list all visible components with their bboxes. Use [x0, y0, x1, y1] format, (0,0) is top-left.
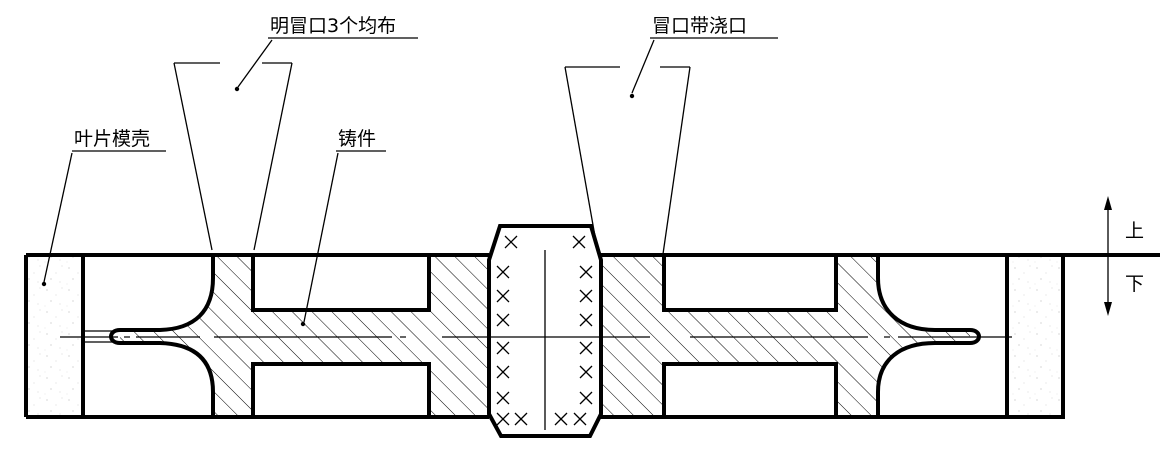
- blade-fillets: [84, 255, 981, 417]
- mold-shell-sand: [26, 256, 1063, 416]
- mold-frame: [24, 253, 1080, 419]
- riser-with-gate-funnel: [564, 66, 691, 255]
- up-down-arrow: [1080, 196, 1160, 316]
- label-up: 上: [1125, 220, 1144, 242]
- label-blade-mold-shell: 叶片模壳: [74, 128, 150, 150]
- label-riser-with-gate: 冒口带浇口: [652, 15, 747, 37]
- label-open-riser: 明冒口3个均布: [270, 15, 396, 37]
- open-riser-funnel: [173, 62, 293, 251]
- label-casting: 铸件: [338, 128, 376, 150]
- central-core: [487, 224, 603, 438]
- leader-lines: [41, 37, 778, 327]
- core-x-marks: [496, 235, 593, 426]
- casting-cavities: [251, 255, 838, 417]
- label-down: 下: [1125, 273, 1144, 295]
